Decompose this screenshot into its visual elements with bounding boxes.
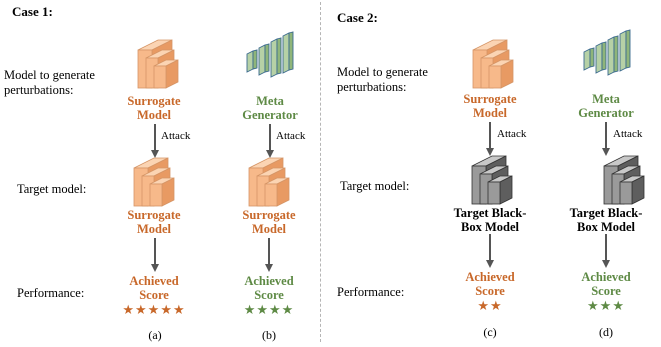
panel-b-result-name: Achieved Score <box>244 274 294 302</box>
panel-d-target-name: Target Black- Box Model <box>569 206 643 234</box>
panel-c-result-arrow <box>486 234 494 268</box>
panel-c-attack-arrow <box>486 122 494 156</box>
surrogate-block-icon <box>248 157 290 207</box>
panel-b-generator-name: Meta Generator <box>242 94 298 122</box>
surrogate-block-icon <box>472 39 514 89</box>
panel-c-attack-label: Attack <box>497 128 527 140</box>
panel-d-star-rating: ★★★ <box>587 298 625 313</box>
surrogate-layer-front <box>153 59 179 89</box>
meta-generator-icon <box>583 29 631 76</box>
panel-b-star-rating: ★★★★ <box>243 302 295 317</box>
row-label-performance-case2: Performance: <box>337 285 405 299</box>
row-label-performance-case1: Performance: <box>17 286 85 300</box>
panel-a-star-rating: ★★★★★ <box>122 302 186 317</box>
case-divider <box>320 2 321 342</box>
blackbox-block-icon <box>603 155 645 205</box>
meta-generator-icon <box>246 31 294 78</box>
case-1-title: Case 1: <box>12 4 53 19</box>
panel-b-label: (b) <box>262 328 276 342</box>
row-label-target-case1: Target model: <box>17 182 87 196</box>
panel-c-star-rating: ★★ <box>477 298 503 313</box>
panel-a-label: (a) <box>148 328 162 342</box>
panel-c-target-name: Target Black- Box Model <box>453 206 527 234</box>
panel-a-result-name: Achieved Score <box>129 274 179 302</box>
panel-b-target-name: Surrogate Model <box>242 208 296 236</box>
blackbox-block-icon <box>471 155 513 205</box>
panel-d-label: (d) <box>599 325 613 339</box>
panel-c-label: (c) <box>483 325 497 339</box>
panel-a-attack-arrow <box>151 124 159 158</box>
panel-a-target-name: Surrogate Model <box>127 208 181 236</box>
panel-a-result-arrow <box>151 238 159 272</box>
panel-a-generator-name: Surrogate Model <box>127 94 181 122</box>
panel-d-attack-arrow <box>602 122 610 156</box>
panel-d-result-name: Achieved Score <box>581 270 631 298</box>
panel-c-result-name: Achieved Score <box>465 270 515 298</box>
surrogate-block-icon <box>133 157 175 207</box>
panel-b-attack-arrow <box>266 124 274 158</box>
row-label-perturbation-model-case1: Model to generate perturbations: <box>4 68 95 97</box>
panel-b-attack-label: Attack <box>276 130 306 142</box>
row-label-target-case2: Target model: <box>340 179 410 193</box>
panel-a-attack-label: Attack <box>161 130 191 142</box>
panel-d-result-arrow <box>602 234 610 268</box>
case-2-title: Case 2: <box>337 10 378 25</box>
panel-b-result-arrow <box>265 238 273 272</box>
panel-c-generator-name: Surrogate Model <box>463 92 517 120</box>
surrogate-block-icon <box>137 39 179 89</box>
panel-d-attack-label: Attack <box>613 128 643 140</box>
row-label-perturbation-model-case2: Model to generate perturbations: <box>337 65 428 94</box>
panel-d-generator-name: Meta Generator <box>578 92 634 120</box>
